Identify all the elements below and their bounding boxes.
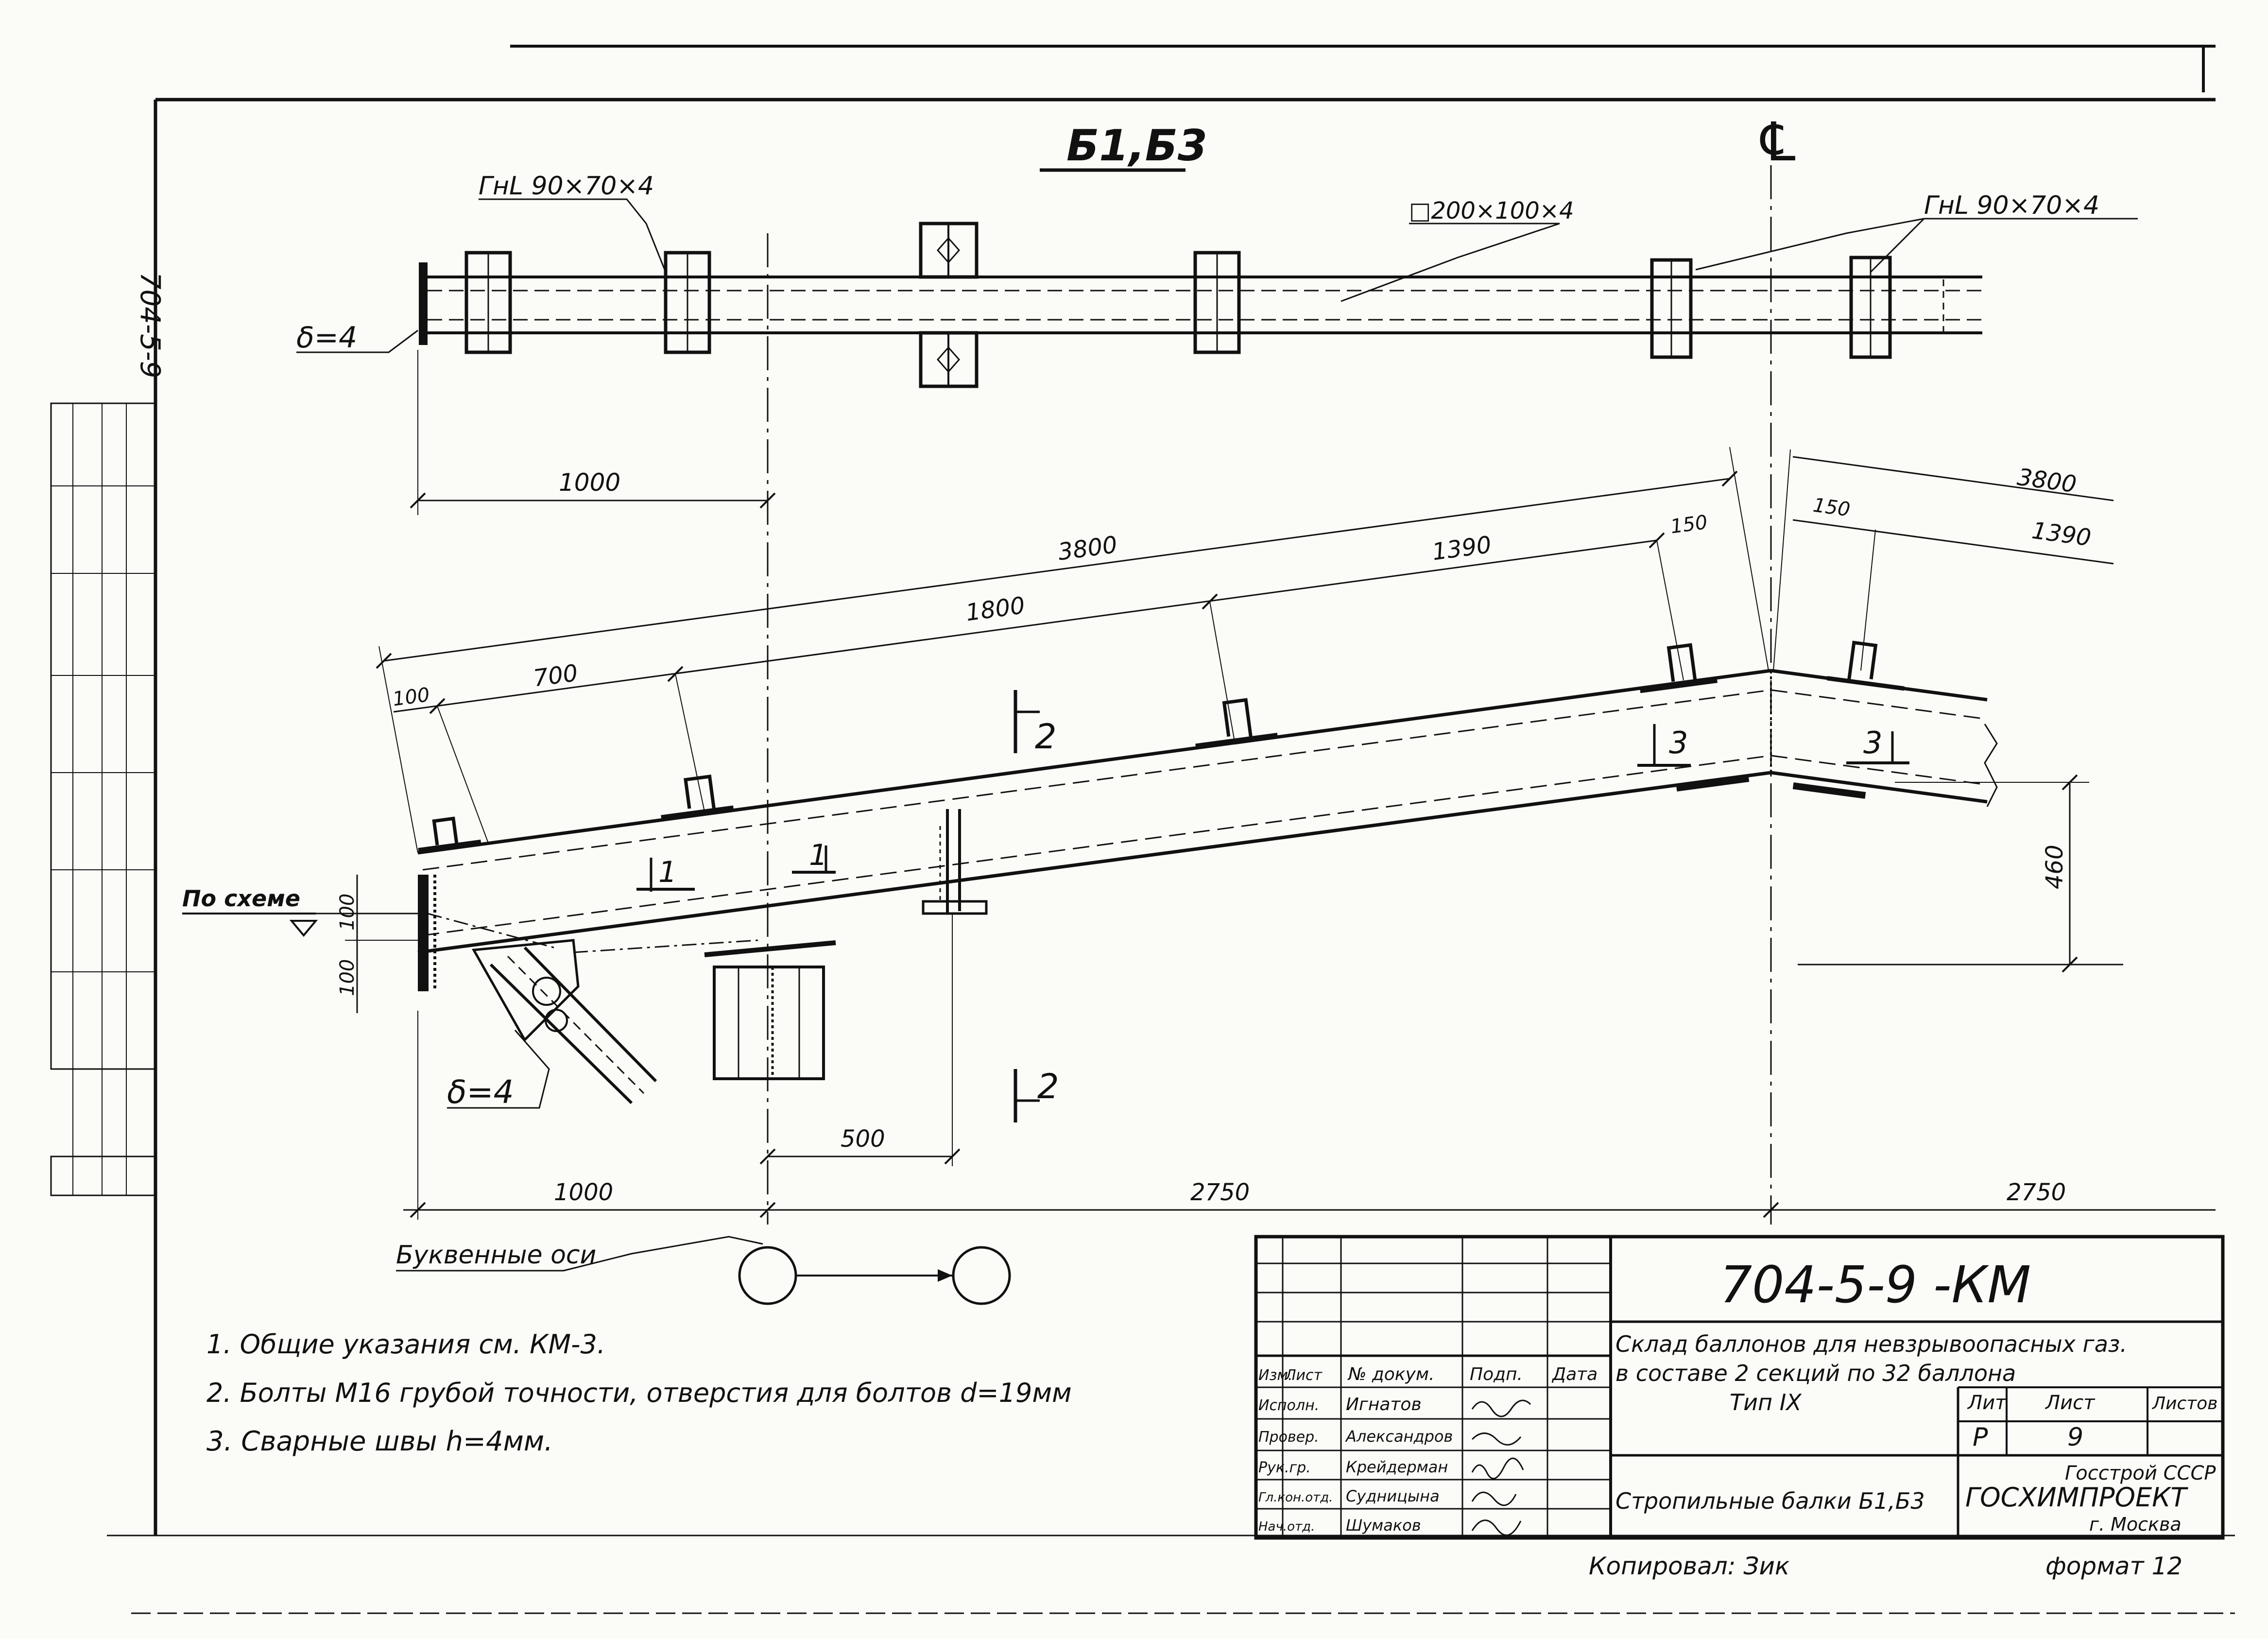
dim-right-3800: 3800 xyxy=(2016,464,2078,499)
title-block: Изм. Лист № докум. Подп. Дата Исполн. Иг… xyxy=(1254,1235,2225,1580)
dim-slope-150: 150 xyxy=(1669,511,1709,538)
letter-axes: Буквенные оси xyxy=(396,1236,1011,1305)
note-2: 2. Болты М16 грубой точности, отверстия … xyxy=(206,1378,1072,1408)
tb-copied: Копировал: Зик xyxy=(1589,1552,1789,1580)
signature-3 xyxy=(1471,1491,1517,1506)
dim-bottom-500: 500 xyxy=(841,1125,885,1153)
tb-org-line1: Госстрой СССР xyxy=(2065,1462,2216,1484)
dim-bottom-2750-right: 2750 xyxy=(2007,1179,2066,1206)
tb-project-line1: Склад баллонов для невзрывоопасных газ. xyxy=(1615,1331,2127,1357)
dim-slope-1800: 1800 xyxy=(964,592,1026,627)
tb-sheet-value: 9 xyxy=(2067,1423,2083,1452)
tb-role-4: Нач.отд. xyxy=(1258,1519,1315,1534)
section-marks: 1 1 2 2 3 3 xyxy=(636,690,1909,1122)
callout-plate-top: δ=4 xyxy=(296,321,357,355)
note-1: 1. Общие указания см. КМ-3. xyxy=(206,1329,605,1360)
sheet-frame xyxy=(107,45,2235,1614)
end-dimensions: 100 100 По схеме xyxy=(182,875,428,1013)
slope-dimensions: 3800 100 700 1800 1390 150 xyxy=(376,447,1769,853)
tb-role-1: Провер. xyxy=(1258,1429,1319,1446)
sloped-beam xyxy=(417,669,1998,991)
support-column xyxy=(704,940,836,1080)
dim-slope-700: 700 xyxy=(532,659,579,692)
dim-end-100-bottom: 100 xyxy=(336,959,359,996)
tb-header-izm: Изм. xyxy=(1258,1367,1293,1384)
side-stamp: 704-5-9 xyxy=(134,272,166,379)
tb-stage-label: Лит xyxy=(1967,1392,2007,1414)
section-3b: 3 xyxy=(1863,725,1882,760)
dim-right-1390: 1390 xyxy=(2030,517,2093,552)
section-1b: 1 xyxy=(809,838,827,872)
tb-sheet-label: Лист xyxy=(2045,1392,2096,1414)
tb-org-line2: ГОСХИМПРОЕКТ xyxy=(1965,1482,2188,1513)
label-letter-axes: Буквенные оси xyxy=(396,1241,596,1270)
tb-name-1: Александров xyxy=(1345,1427,1453,1446)
signature-4 xyxy=(1471,1519,1522,1536)
symmetry-axis-symbol: ℄ xyxy=(1754,111,1802,173)
tb-name-2: Крейдерман xyxy=(1346,1458,1448,1476)
dim-slope-3800: 3800 xyxy=(1056,531,1118,566)
dim-bottom-2750: 2750 xyxy=(1190,1179,1250,1206)
dim-bottom-1000: 1000 xyxy=(554,1179,613,1206)
tb-header-doc: № докум. xyxy=(1347,1364,1434,1384)
plan-bearing-plates xyxy=(919,222,979,388)
tb-format: формат 12 xyxy=(2045,1552,2182,1580)
tb-drawing-name: Стропильные балки Б1,Б3 xyxy=(1615,1488,1925,1514)
label-on-scheme: По схеме xyxy=(182,885,300,912)
tb-role-2: Рук.гр. xyxy=(1258,1459,1311,1476)
tb-name-3: Судницына xyxy=(1346,1487,1440,1505)
section-3a: 3 xyxy=(1669,725,1688,760)
plan-callouts: ГнL 90×70×4 □200×100×4 ГнL 90×70×4 δ=4 xyxy=(296,172,2138,355)
dim-slope-1390: 1390 xyxy=(1430,531,1493,566)
binding-margin-grid xyxy=(50,402,156,1196)
signature-2 xyxy=(1471,1457,1524,1480)
callout-plate-bottom-leader xyxy=(447,1030,550,1109)
section-2-top: 2 xyxy=(1035,717,1057,757)
signature-0 xyxy=(1471,1399,1531,1417)
plan-angle-clips xyxy=(464,251,1892,359)
general-notes: 1. Общие указания см. КМ-3. 2. Болты М16… xyxy=(206,1329,1072,1457)
dim-height-460: 460 xyxy=(2041,845,2068,889)
callout-plate-bottom: δ=4 xyxy=(447,1073,514,1111)
tb-role-0: Исполн. xyxy=(1258,1397,1319,1414)
note-3: 3. Сварные швы h=4мм. xyxy=(206,1426,553,1457)
tb-header-date: Дата xyxy=(1551,1364,1598,1384)
tb-header-sign: Подп. xyxy=(1470,1364,1523,1384)
view-title: Б1,Б3 xyxy=(1066,121,1207,171)
bottom-dimensions: 500 1000 2750 2750 xyxy=(403,914,2216,1220)
section-2-bottom: 2 xyxy=(1037,1067,1059,1106)
callout-angle-right: ГнL 90×70×4 xyxy=(1924,191,2099,220)
plan-beam xyxy=(419,262,1982,345)
right-dimensions: 150 3800 1390 xyxy=(1773,449,2114,671)
tb-sheets-label: Листов xyxy=(2151,1394,2217,1414)
tb-role-3: Гл.кон.отд. xyxy=(1258,1490,1333,1505)
tb-stage-value: Р xyxy=(1973,1423,1988,1452)
dim-right-150: 150 xyxy=(1812,494,1852,521)
tb-type: Тип IX xyxy=(1730,1389,1802,1415)
dim-plan-1000: 1000 xyxy=(559,468,620,497)
tb-code: 704-5-9 -КМ xyxy=(1720,1255,2031,1314)
brace-connection xyxy=(427,913,758,1104)
callout-tube: □200×100×4 xyxy=(1409,197,1574,224)
tb-name-0: Игнатов xyxy=(1346,1395,1422,1415)
plan-dimension-1000: 1000 xyxy=(410,350,776,515)
height-dimension: 460 xyxy=(1798,774,2123,973)
callout-angle-left: ГнL 90×70×4 xyxy=(479,172,654,201)
tb-project-line2: в составе 2 секций по 32 баллона xyxy=(1615,1360,2016,1386)
tb-name-4: Шумаков xyxy=(1346,1516,1421,1535)
tb-header-list: Лист xyxy=(1285,1367,1323,1384)
signature-1 xyxy=(1471,1432,1522,1446)
tb-org-line3: г. Москва xyxy=(2089,1514,2182,1535)
dim-slope-100: 100 xyxy=(391,684,431,711)
dim-end-100-top: 100 xyxy=(336,894,359,931)
section-1a: 1 xyxy=(658,855,677,889)
